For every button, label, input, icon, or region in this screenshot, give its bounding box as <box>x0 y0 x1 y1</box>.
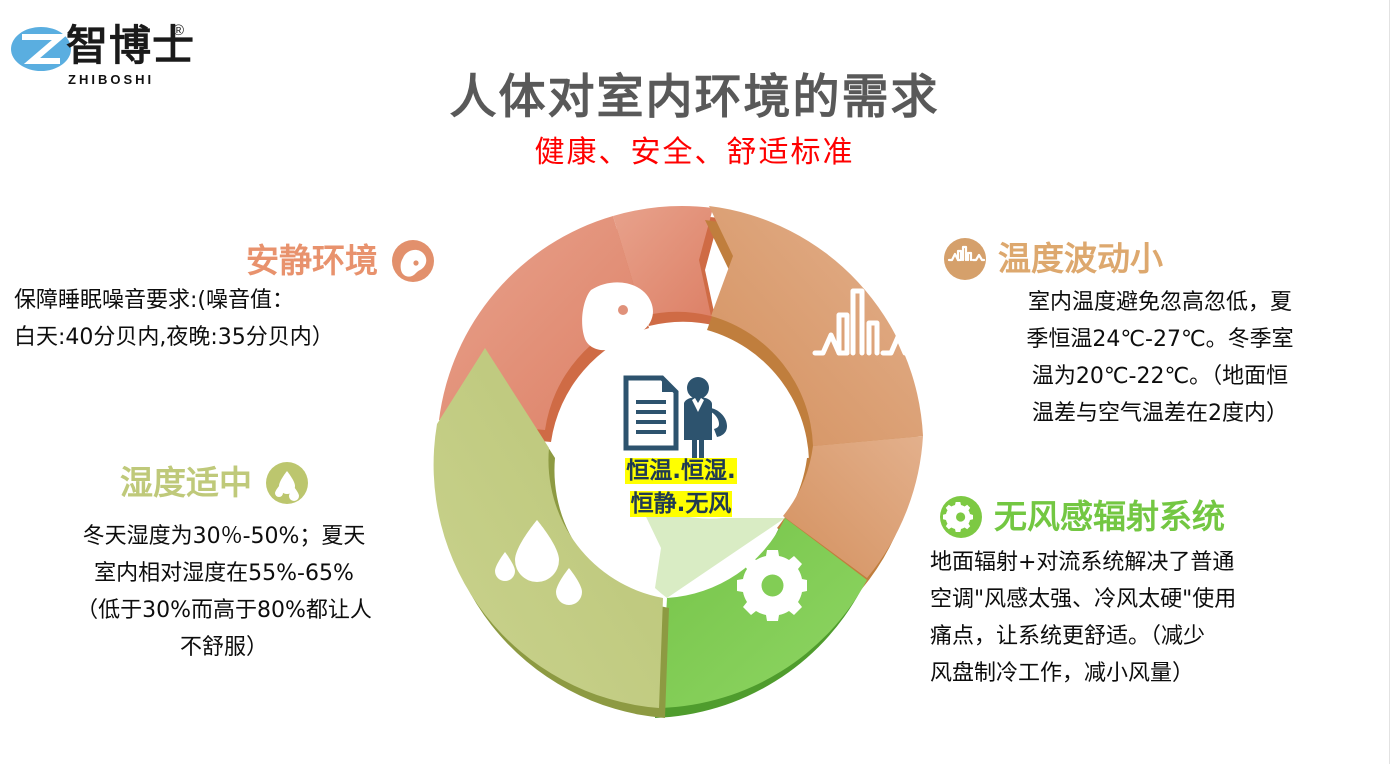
feature-heading-windless: 无风感辐射系统 <box>930 496 1380 538</box>
logo-chinese-name: 智博士 <box>66 21 196 70</box>
feature-body-quiet: 保障睡眠噪音要求:(噪音值： 白天:40分贝内,夜晚:35分贝内） <box>14 282 434 356</box>
businessman-with-document-icon <box>612 370 742 470</box>
waveform-icon <box>944 238 986 280</box>
feature-heading-temperature: 温度波动小 <box>944 238 1376 280</box>
feature-body-windless: 地面辐射+对流系统解决了普通 空调"风感太强、冷风太硬"使用 痛点，让系统更舒适… <box>930 544 1380 692</box>
ear-icon <box>392 240 434 282</box>
page-title: 人体对室内环境的需求 <box>449 70 940 125</box>
center-caption-line-1: 恒温.恒湿. <box>625 458 737 484</box>
feature-block-temperature: 温度波动小 室内温度避免忽高忽低，夏 季恒温24℃-27℃。冬季室 温为20℃-… <box>944 238 1376 432</box>
center-caption-line-2: 恒静.无风 <box>629 491 733 517</box>
body-line: 室内温度避免忽高忽低，夏 <box>1027 290 1292 315</box>
cycle-segment-temperature <box>705 206 923 590</box>
body-line: 室内相对湿度在55%-65% <box>94 561 354 586</box>
body-line: 温为20℃-22℃。（地面恒 <box>1031 364 1289 389</box>
z-oval-logo-icon <box>10 24 72 74</box>
body-line: 季恒温24℃-27℃。冬季室 <box>1026 327 1294 352</box>
water-drop-icon <box>495 520 582 605</box>
windless-heading-label: 无风感辐射系统 <box>994 497 1225 536</box>
temperature-heading-label: 温度波动小 <box>998 239 1163 278</box>
brand-logo: 智博士 ® ZHIBOSHI <box>10 18 220 98</box>
body-line: 温差与空气温差在2度内） <box>1032 401 1288 426</box>
body-line: 白天:40分贝内,夜晚:35分贝内） <box>14 325 334 350</box>
cycle-diagram <box>423 198 941 718</box>
feature-block-windless: 无风感辐射系统 地面辐射+对流系统解决了普通 空调"风感太强、冷风太硬"使用 痛… <box>930 496 1380 692</box>
feature-block-humidity: 湿度适中 冬天湿度为30％-50%；夏天 室内相对湿度在55%-65% （低于3… <box>14 462 434 666</box>
feature-heading-quiet: 安静环境 <box>14 240 434 282</box>
humidity-heading-label: 湿度适中 <box>120 463 252 502</box>
cycle-segment-humidity <box>433 348 669 718</box>
quiet-heading-label: 安静环境 <box>246 241 378 280</box>
body-line: 不舒服） <box>179 635 268 660</box>
registered-trademark-icon: ® <box>173 22 185 39</box>
gear-icon <box>737 550 807 621</box>
body-line: 地面辐射+对流系统解决了普通 <box>930 550 1235 575</box>
body-line: 空调"风感太强、冷风太硬"使用 <box>930 587 1237 612</box>
body-line: （低于30%而高于80%都让人 <box>76 598 372 623</box>
feature-body-humidity: 冬天湿度为30％-50%；夏天 室内相对湿度在55%-65% （低于30%而高于… <box>14 518 434 666</box>
feature-body-temperature: 室内温度避免忽高忽低，夏 季恒温24℃-27℃。冬季室 温为20℃-22℃。（地… <box>944 284 1376 432</box>
feature-block-quiet: 安静环境 保障睡眠噪音要求:(噪音值： 白天:40分贝内,夜晚:35分贝内） <box>14 240 434 356</box>
water-drop-icon <box>266 462 308 504</box>
cycle-segment-windless <box>637 498 867 718</box>
waveform-icon <box>812 288 916 356</box>
cycle-center-caption: 恒温.恒湿. 恒静.无风 <box>608 455 754 521</box>
page-subtitle: 健康、安全、舒适标准 <box>534 135 855 170</box>
logo-pinyin: ZHIBOSHI <box>68 72 155 87</box>
body-line: 风盘制冷工作，减小风量） <box>930 661 1195 686</box>
body-line: 痛点，让系统更舒适。（减少 <box>930 624 1206 649</box>
body-line: 保障睡眠噪音要求:(噪音值： <box>14 288 294 313</box>
body-line: 冬天湿度为30％-50%；夏天 <box>82 524 366 549</box>
feature-heading-humidity: 湿度适中 <box>14 462 434 504</box>
ear-icon <box>582 282 653 351</box>
gear-icon <box>940 496 982 538</box>
